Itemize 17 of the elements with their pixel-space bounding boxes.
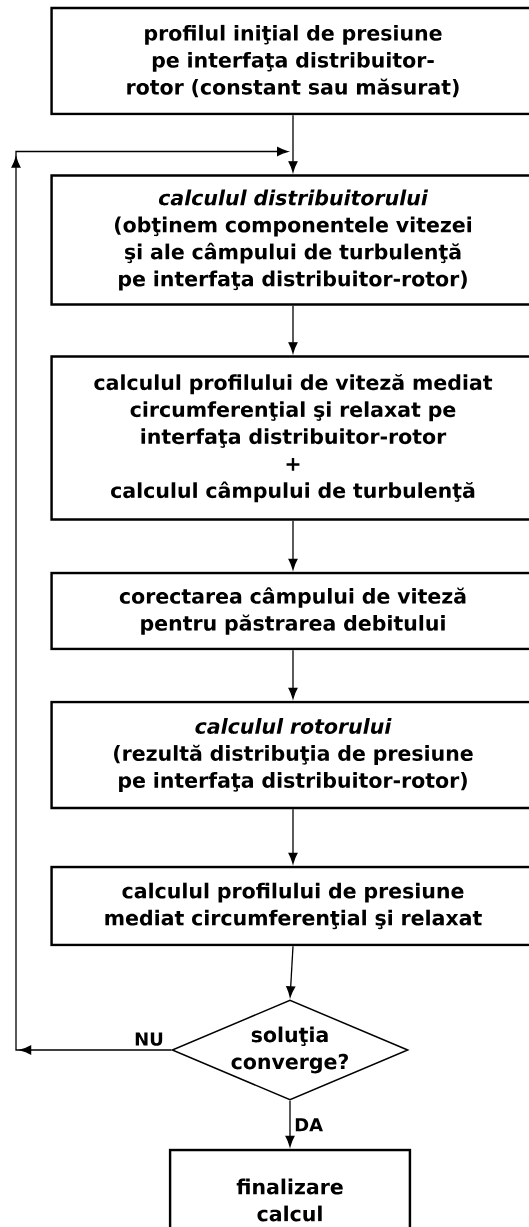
edge-label: DA	[292, 1116, 326, 1134]
process-box: profilul iniţial de presiune pe interfaţa distribuitor-rotor (constant sau măsurat)	[50, 6, 529, 116]
process-box: calculul rotorului (rezultă distribuţia de presiune pe interfaţa distribuitor-rotor)	[50, 700, 529, 810]
process-box: finalizare calcul	[168, 1148, 412, 1227]
arrow	[286, 945, 296, 998]
arrow	[288, 649, 298, 699]
process-box: calculul profilului de presiune mediat circumferenţial şi relaxat	[50, 865, 529, 947]
arrow	[288, 808, 298, 864]
process-box: calculul distribuitorului (obţinem componentele vitezei şi ale câmpului de turbulenţă pe interfaţa distribuitor-rotor)	[50, 174, 529, 306]
arrow	[285, 1100, 295, 1147]
arrow	[288, 520, 298, 570]
process-box: corectarea câmpului de viteză pentru păstrarea debitului	[50, 571, 529, 651]
arrow	[11, 147, 289, 1055]
arrow	[288, 305, 298, 354]
arrow	[288, 114, 298, 173]
process-box: calculul profilului de viteză mediat circumferenţial şi relaxat pe interfaţa distribuitor-rotor + calculul câmpului de turbulenţă	[50, 355, 529, 521]
edge-label: NU	[132, 1030, 166, 1048]
